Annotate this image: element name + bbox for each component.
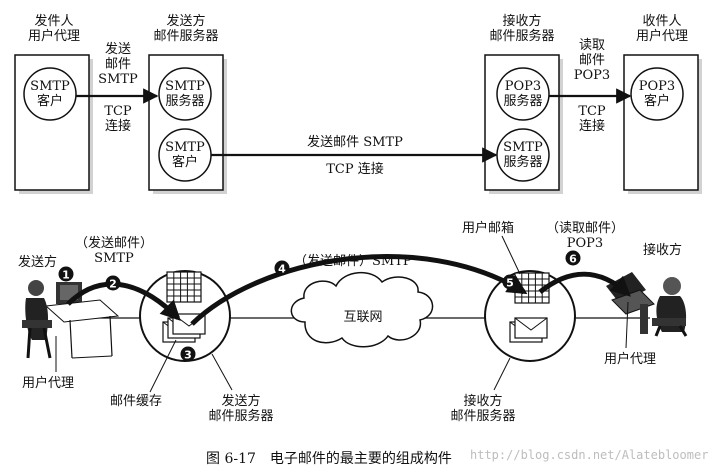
label-sender: 发送方 xyxy=(18,255,58,270)
rcv-pop3-server-circle xyxy=(496,67,550,121)
watermark: http://blog.csdn.net/Alatebloomer xyxy=(470,448,709,462)
flow-arrow-2 xyxy=(66,281,181,321)
svg-text:2: 2 xyxy=(109,278,117,291)
label-sender-server: 发送方 邮件服务器 xyxy=(153,14,219,44)
srv-smtp-client-text: SMTP 客户 xyxy=(165,140,205,170)
label-mid-proto: 发送邮件 SMTP xyxy=(307,135,403,150)
receiver-envelopes xyxy=(509,317,548,343)
label-send-mail: （发送邮件） SMTP xyxy=(74,236,153,266)
label-receiver-server-bottom: 接收方 邮件服务器 xyxy=(450,394,516,424)
rcv-smtp-server-text: SMTP 服务器 xyxy=(503,140,543,170)
srv-smtp-server-text: SMTP 服务器 xyxy=(165,79,205,109)
label-mailbox: 用户邮箱 xyxy=(462,221,515,236)
step-4: 4 xyxy=(274,260,290,276)
label-left-conn: TCP 连接 xyxy=(104,104,132,134)
svg-text:6: 6 xyxy=(569,253,577,266)
label-receiver-ua: 收件人 用户代理 xyxy=(635,14,688,44)
figure-caption: 图 6-17 电子邮件的最主要的组成构件 xyxy=(206,451,452,467)
step-2: 2 xyxy=(105,275,121,291)
label-receiver-server: 接收方 邮件服务器 xyxy=(489,14,555,44)
svg-text:5: 5 xyxy=(506,277,514,290)
leader-mailbox xyxy=(501,235,521,275)
sender-person-icon xyxy=(22,280,120,359)
step-6: 6 xyxy=(565,250,581,266)
sender-mailbox-grid xyxy=(166,271,202,303)
svg-text:1: 1 xyxy=(62,269,70,282)
step-5: 5 xyxy=(502,274,518,290)
label-mid-conn: TCP 连接 xyxy=(326,162,384,177)
label-receiver: 接收方 xyxy=(643,243,683,258)
label-user-agent-left: 用户代理 xyxy=(22,376,75,391)
label-mail-buffer: 邮件缓存 xyxy=(110,394,163,409)
rcv-pop3-server-text: POP3 服务器 xyxy=(503,79,543,109)
label-sender-server-bottom: 发送方 邮件服务器 xyxy=(208,394,274,424)
ua-smtp-client-text: SMTP 客户 xyxy=(30,79,70,109)
label-read-mail: （读取邮件） POP3 xyxy=(545,221,624,251)
label-right-conn: TCP 连接 xyxy=(578,104,606,134)
leader-mail-buffer xyxy=(149,339,177,393)
label-sender-ua: 发件人 用户代理 xyxy=(27,14,80,44)
svg-text:4: 4 xyxy=(278,263,286,276)
label-user-agent-right: 用户代理 xyxy=(604,352,657,367)
ua-smtp-client-circle xyxy=(23,67,77,121)
internet-cloud xyxy=(290,272,434,348)
leader-user-agent-right xyxy=(625,301,629,349)
label-right-proto: 读取 邮件 POP3 xyxy=(573,38,611,83)
receiver-person-icon xyxy=(606,272,688,337)
leader-sender-server xyxy=(211,353,233,391)
svg-text:3: 3 xyxy=(184,349,192,362)
flow-arrow-4 xyxy=(190,254,528,326)
leader-receiver-server xyxy=(493,357,511,391)
step-1: 1 xyxy=(58,266,74,282)
label-left-proto: 发送 邮件 SMTP xyxy=(98,42,138,87)
srv-smtp-server-circle xyxy=(158,67,212,121)
flow-arrow-6 xyxy=(538,271,631,297)
label-internet: 互联网 xyxy=(343,310,383,325)
ua-pop3-client-text: POP3 客户 xyxy=(638,79,676,109)
label-step4: （发送邮件）SMTP xyxy=(294,254,412,269)
step-3: 3 xyxy=(180,346,196,362)
